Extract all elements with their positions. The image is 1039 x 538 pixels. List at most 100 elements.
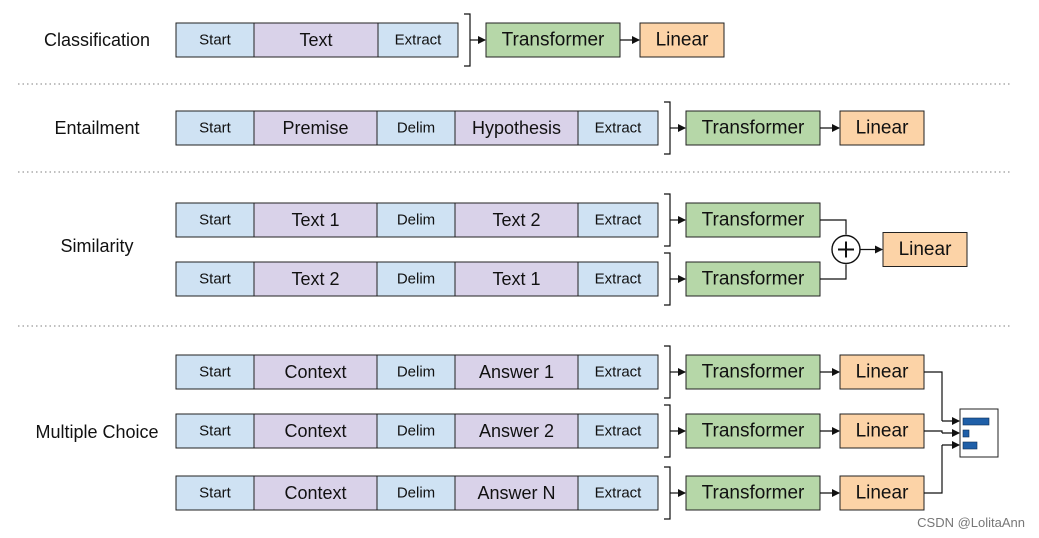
token-label-extract: Extract [595,120,643,137]
transformer-box [685,261,821,297]
task-label-multiple-choice: Multiple Choice [35,422,158,442]
linear-box [639,22,725,58]
token-box-start [175,354,255,390]
input-bracket [664,252,671,306]
linear-label: Linear [856,421,909,442]
input-bracket [664,404,671,458]
token-box-start [175,475,255,511]
token-label-start: Start [199,120,232,137]
token-box-answer-n [454,475,579,511]
token-label-text-1: Text 1 [291,210,339,230]
linear-box [839,354,925,390]
softmax-bar [962,429,970,438]
linear-box [839,110,925,146]
token-box-extract [577,110,659,146]
token-label-delim: Delim [397,120,435,137]
token-label-answer-1: Answer 1 [479,362,554,382]
task-label-classification: Classification [44,30,150,50]
token-label-premise: Premise [282,118,348,138]
token-box-start [175,202,255,238]
transformer-box [685,475,821,511]
softmax-bar [962,441,978,450]
token-box-extract [577,475,659,511]
connector [924,445,943,494]
transformer-label: Transformer [702,421,805,442]
token-label-start: Start [199,32,232,49]
token-label-context: Context [284,362,346,382]
connector [924,430,943,433]
token-label-start: Start [199,212,232,229]
token-box-extract [577,202,659,238]
token-label-text-2: Text 2 [291,269,339,289]
transformer-box [685,110,821,146]
transformer-label: Transformer [702,269,805,290]
input-bracket [664,101,671,155]
connector [924,371,943,421]
token-label-context: Context [284,483,346,503]
token-label-answer-2: Answer 2 [479,421,554,441]
linear-label: Linear [856,362,909,383]
input-bracket [664,193,671,247]
token-label-start: Start [199,423,232,440]
connector [820,219,847,235]
token-box-start [175,110,255,146]
connector [820,264,847,280]
token-label-extract: Extract [595,423,643,440]
token-box-answer-2 [454,413,579,449]
linear-label: Linear [656,30,709,51]
task-label-similarity: Similarity [60,236,133,256]
token-box-context [253,413,378,449]
transformer-label: Transformer [502,30,605,51]
token-label-text-2: Text 2 [492,210,540,230]
token-box-text-2 [454,202,579,238]
token-label-extract: Extract [595,485,643,502]
linear-label: Linear [856,118,909,139]
task-label-entailment: Entailment [54,118,139,138]
token-label-delim: Delim [397,271,435,288]
transformer-label: Transformer [702,118,805,139]
token-label-hypothesis: Hypothesis [472,118,561,138]
token-label-delim: Delim [397,364,435,381]
linear-box [882,232,968,267]
token-box-extract [377,22,459,58]
token-box-delim [376,261,456,297]
token-label-extract: Extract [595,212,643,229]
token-box-hypothesis [454,110,579,146]
token-label-delim: Delim [397,212,435,229]
token-box-extract [577,261,659,297]
token-box-delim [376,110,456,146]
token-box-extract [577,413,659,449]
token-label-text: Text [299,30,332,50]
token-label-start: Start [199,364,232,381]
softmax-bar [962,417,990,426]
transformer-box [485,22,621,58]
transformer-box [685,413,821,449]
linear-label: Linear [856,483,909,504]
token-box-start [175,413,255,449]
transformer-label: Transformer [702,362,805,383]
input-bracket [664,345,671,399]
linear-box [839,475,925,511]
token-label-text-1: Text 1 [492,269,540,289]
token-box-delim [376,202,456,238]
token-label-answer-n: Answer N [477,483,555,503]
token-label-context: Context [284,421,346,441]
transformer-box [685,202,821,238]
token-label-start: Start [199,271,232,288]
token-box-delim [376,413,456,449]
transformer-box [685,354,821,390]
token-label-extract: Extract [595,364,643,381]
token-label-delim: Delim [397,485,435,502]
transformer-label: Transformer [702,483,805,504]
token-box-context [253,475,378,511]
transformer-label: Transformer [702,210,805,231]
watermark: CSDN @LolitaAnn [917,515,1025,530]
token-box-text [253,22,379,58]
token-label-extract: Extract [595,271,643,288]
token-box-delim [376,354,456,390]
linear-label: Linear [899,239,952,260]
input-bracket [464,13,471,67]
token-label-extract: Extract [395,32,443,49]
token-box-extract [577,354,659,390]
